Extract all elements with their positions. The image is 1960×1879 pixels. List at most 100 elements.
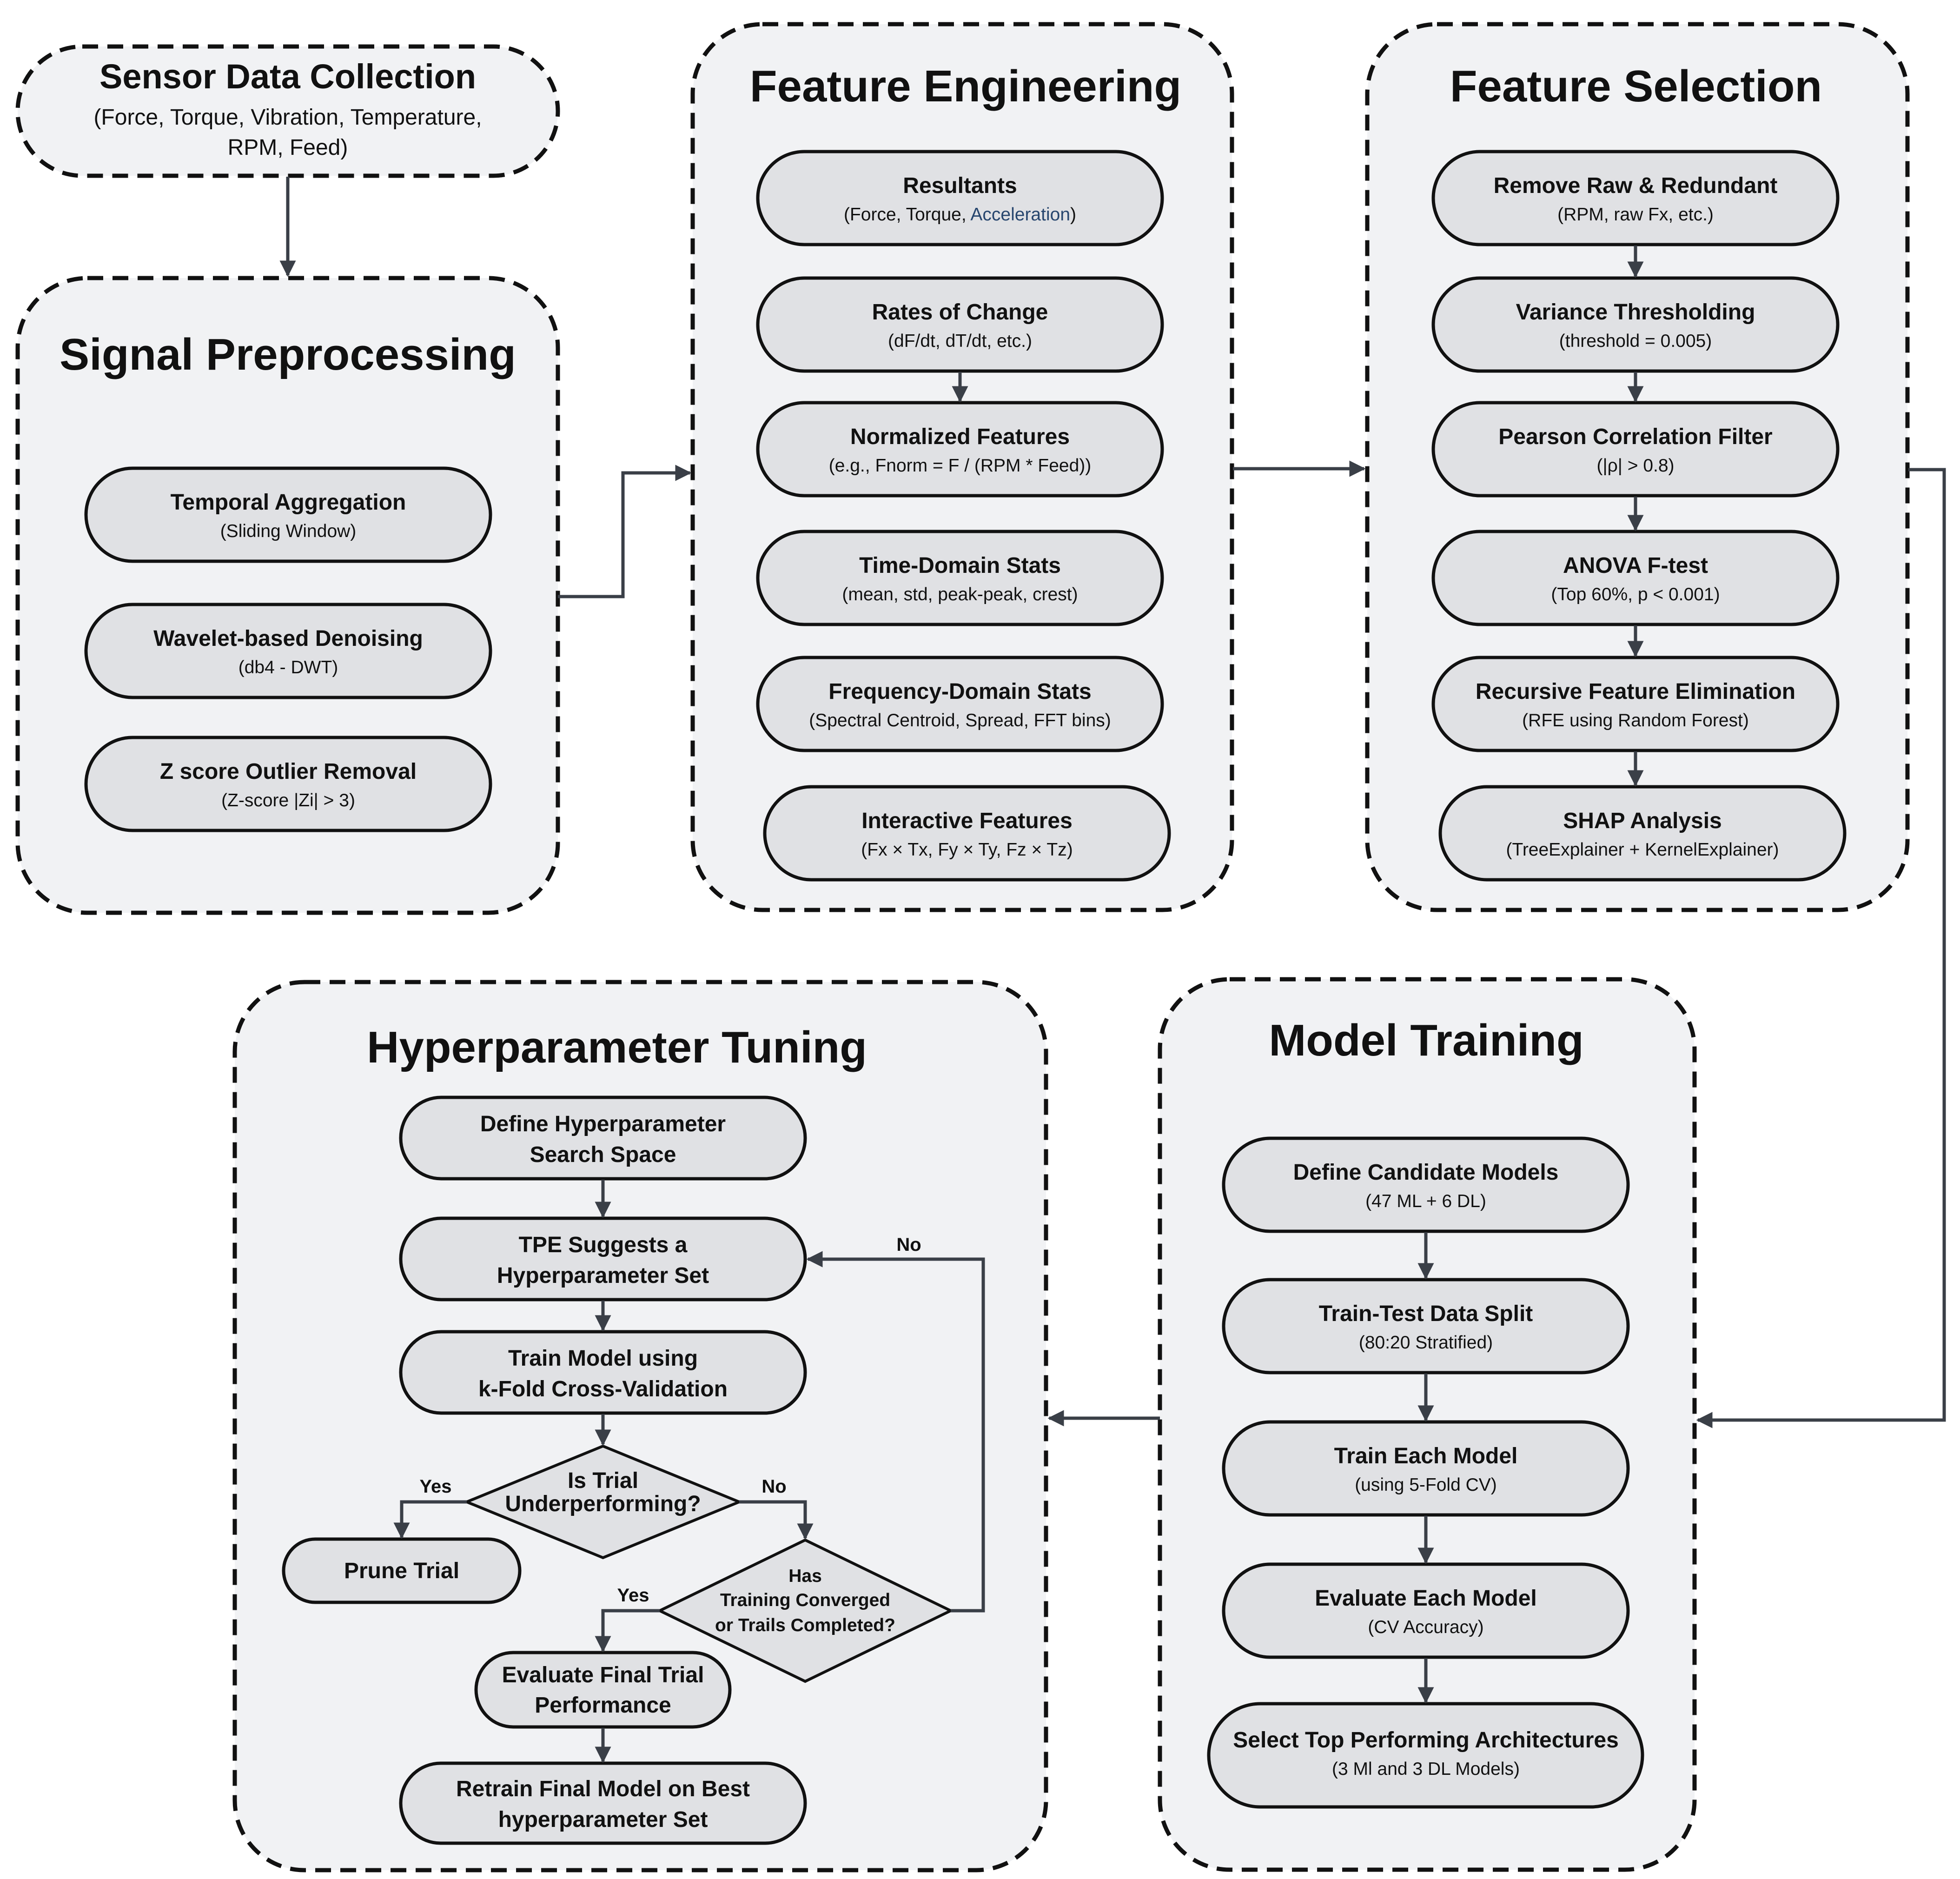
node-temporal-aggregation: Temporal Aggregation (Sliding Window) — [84, 466, 492, 563]
sensor-group-title: Sensor Data Collection — [99, 57, 476, 96]
node-subtitle: (RFE using Random Forest) — [1522, 710, 1749, 730]
node-title-line1: TPE Suggests a — [519, 1233, 688, 1257]
node-normalized-features: Normalized Features (e.g., Fnorm = F / (… — [756, 401, 1164, 498]
node-title: Wavelet-based Denoising — [153, 626, 423, 651]
node-recursive-feature-elimination: Recursive Feature Elimination (RFE using… — [1431, 656, 1840, 752]
node-subtitle: (Fx × Tx, Fy × Ty, Fz × Tz) — [861, 840, 1073, 860]
node-subtitle: (Spectral Centroid, Spread, FFT bins) — [809, 710, 1111, 730]
node-title: SHAP Analysis — [1563, 809, 1722, 833]
arrow-yes-to-evaluate-final — [595, 1609, 660, 1653]
node-train-each-model: Train Each Model (using 5-Fold CV) — [1222, 1420, 1630, 1517]
node-title-line2: Performance — [535, 1693, 671, 1718]
node-train-kfold: Train Model using k-Fold Cross-Validatio… — [399, 1330, 807, 1415]
node-title: Select Top Performing Architectures — [1233, 1728, 1619, 1753]
node-subtitle: (db4 - DWT) — [238, 657, 338, 677]
node-title: Pearson Correlation Filter — [1498, 425, 1772, 449]
node-zscore-outlier-removal: Z score Outlier Removal (Z-score |Zi| > … — [84, 736, 492, 832]
node-subtitle: (Top 60%, p < 0.001) — [1551, 584, 1720, 604]
node-subtitle: (|ρ| > 0.8) — [1596, 456, 1674, 476]
node-subtitle: (Z-score |Zi| > 3) — [221, 790, 355, 810]
node-subtitle: (3 Ml and 3 DL Models) — [1332, 1759, 1520, 1779]
node-remove-raw-redundant: Remove Raw & Redundant (RPM, raw Fx, etc… — [1431, 150, 1840, 246]
edge-label-yes-prune: Yes — [420, 1476, 452, 1497]
arrow-selection-to-training — [1696, 468, 1946, 1428]
node-title: Evaluate Each Model — [1315, 1586, 1537, 1611]
sensor-group-subtitle-line2: RPM, Feed) — [228, 135, 348, 160]
node-frequency-domain-stats: Frequency-Domain Stats (Spectral Centroi… — [756, 656, 1164, 752]
node-title: Normalized Features — [850, 425, 1070, 449]
node-title: Train Each Model — [1334, 1444, 1518, 1468]
node-title: Time-Domain Stats — [859, 553, 1061, 578]
node-time-domain-stats: Time-Domain Stats (mean, std, peak-peak,… — [756, 530, 1164, 626]
node-wavelet-denoising: Wavelet-based Denoising (db4 - DWT) — [84, 603, 492, 699]
edge-label-no-loop: No — [896, 1235, 921, 1255]
decision-text-line2: Training Converged — [720, 1590, 890, 1610]
node-subtitle: (RPM, raw Fx, etc.) — [1557, 205, 1714, 225]
node-shap-analysis: SHAP Analysis (TreeExplainer + KernelExp… — [1438, 785, 1847, 882]
sensor-group-subtitle-line1: (Force, Torque, Vibration, Temperature, — [93, 105, 482, 130]
hyperparameter-tuning-group-title: Hyperparameter Tuning — [367, 1022, 867, 1072]
node-define-search-space: Define Hyperparameter Search Space — [399, 1096, 807, 1181]
edge-label-no-converged: No — [761, 1476, 786, 1497]
arrow-yes-to-prune — [393, 1500, 467, 1539]
node-title-line2: Search Space — [530, 1142, 676, 1167]
decision-text-line1: Has — [788, 1566, 822, 1586]
node-prune-trial: Prune Trial — [282, 1537, 522, 1604]
node-subtitle: (Sliding Window) — [220, 521, 357, 541]
node-interactive-features: Interactive Features (Fx × Tx, Fy × Ty, … — [763, 785, 1171, 882]
decision-underperforming: Is Trial Underperforming? — [463, 1444, 743, 1560]
arrow-no-loop-to-tpe — [806, 1251, 985, 1613]
node-resultants: Resultants (Force, Torque, Acceleration) — [756, 150, 1164, 246]
decision-text-line1: Is Trial — [568, 1468, 638, 1493]
node-title-line2: Hyperparameter Set — [497, 1263, 709, 1288]
arrow-preprocessing-to-engineering — [558, 465, 692, 598]
node-subtitle: (dF/dt, dT/dt, etc.) — [888, 331, 1032, 351]
preprocessing-group-title: Signal Preprocessing — [60, 330, 516, 379]
node-anova-f-test: ANOVA F-test (Top 60%, p < 0.001) — [1431, 530, 1840, 626]
node-title-line1: Define Hyperparameter — [480, 1112, 726, 1136]
node-title: Remove Raw & Redundant — [1494, 173, 1778, 198]
decision-converged: Has Training Converged or Trails Complet… — [656, 1538, 954, 1683]
node-title: Recursive Feature Elimination — [1476, 679, 1795, 704]
node-title-line1: Train Model using — [508, 1346, 698, 1371]
node-title-line2: k-Fold Cross-Validation — [478, 1377, 728, 1401]
node-variance-thresholding: Variance Thresholding (threshold = 0.005… — [1431, 276, 1840, 373]
node-title-line1: Retrain Final Model on Best — [456, 1777, 750, 1801]
node-subtitle: (threshold = 0.005) — [1559, 331, 1712, 351]
node-title-line2: hyperparameter Set — [498, 1807, 708, 1832]
node-title: Rates of Change — [872, 300, 1048, 325]
node-title: Frequency-Domain Stats — [828, 679, 1091, 704]
node-subtitle: (e.g., Fnorm = F / (RPM * Feed)) — [829, 456, 1092, 476]
decision-text-line2: Underperforming? — [505, 1492, 701, 1516]
node-subtitle: (TreeExplainer + KernelExplainer) — [1506, 840, 1779, 860]
node-tpe-suggests: TPE Suggests a Hyperparameter Set — [399, 1216, 807, 1301]
node-subtitle: (47 ML + 6 DL) — [1365, 1191, 1486, 1211]
node-evaluate-each-model: Evaluate Each Model (CV Accuracy) — [1222, 1562, 1630, 1659]
node-title: Train-Test Data Split — [1319, 1301, 1533, 1326]
sensor-data-collection-group — [15, 44, 560, 178]
node-title: Resultants — [903, 173, 1017, 198]
node-title: Define Candidate Models — [1293, 1160, 1559, 1185]
edge-label-yes-final: Yes — [617, 1585, 649, 1606]
node-subtitle: (Force, Torque, Acceleration) — [844, 205, 1076, 225]
decision-text-line3: or Trails Completed? — [715, 1615, 895, 1635]
node-title: ANOVA F-test — [1563, 553, 1708, 578]
node-pearson-correlation-filter: Pearson Correlation Filter (|ρ| > 0.8) — [1431, 401, 1840, 498]
node-evaluate-final-trial: Evaluate Final Trial Performance — [474, 1651, 732, 1729]
node-title-line1: Evaluate Final Trial — [502, 1663, 704, 1687]
node-title: Z score Outlier Removal — [160, 759, 417, 784]
node-title: Prune Trial — [344, 1559, 459, 1583]
node-train-test-split: Train-Test Data Split (80:20 Stratified) — [1222, 1278, 1630, 1374]
arrow-no-to-converged — [739, 1500, 814, 1540]
model-training-group-title: Model Training — [1269, 1016, 1583, 1065]
node-title: Interactive Features — [861, 809, 1073, 833]
node-title: Temporal Aggregation — [171, 490, 406, 515]
node-retrain-final-model: Retrain Final Model on Best hyperparamet… — [399, 1761, 807, 1845]
feature-selection-group-title: Feature Selection — [1450, 61, 1822, 111]
node-subtitle: (80:20 Stratified) — [1359, 1333, 1493, 1353]
node-rates-of-change: Rates of Change (dF/dt, dT/dt, etc.) — [756, 276, 1164, 373]
node-subtitle: (using 5-Fold CV) — [1355, 1475, 1497, 1495]
node-subtitle: (CV Accuracy) — [1368, 1617, 1483, 1637]
node-define-candidate-models: Define Candidate Models (47 ML + 6 DL) — [1222, 1136, 1630, 1233]
